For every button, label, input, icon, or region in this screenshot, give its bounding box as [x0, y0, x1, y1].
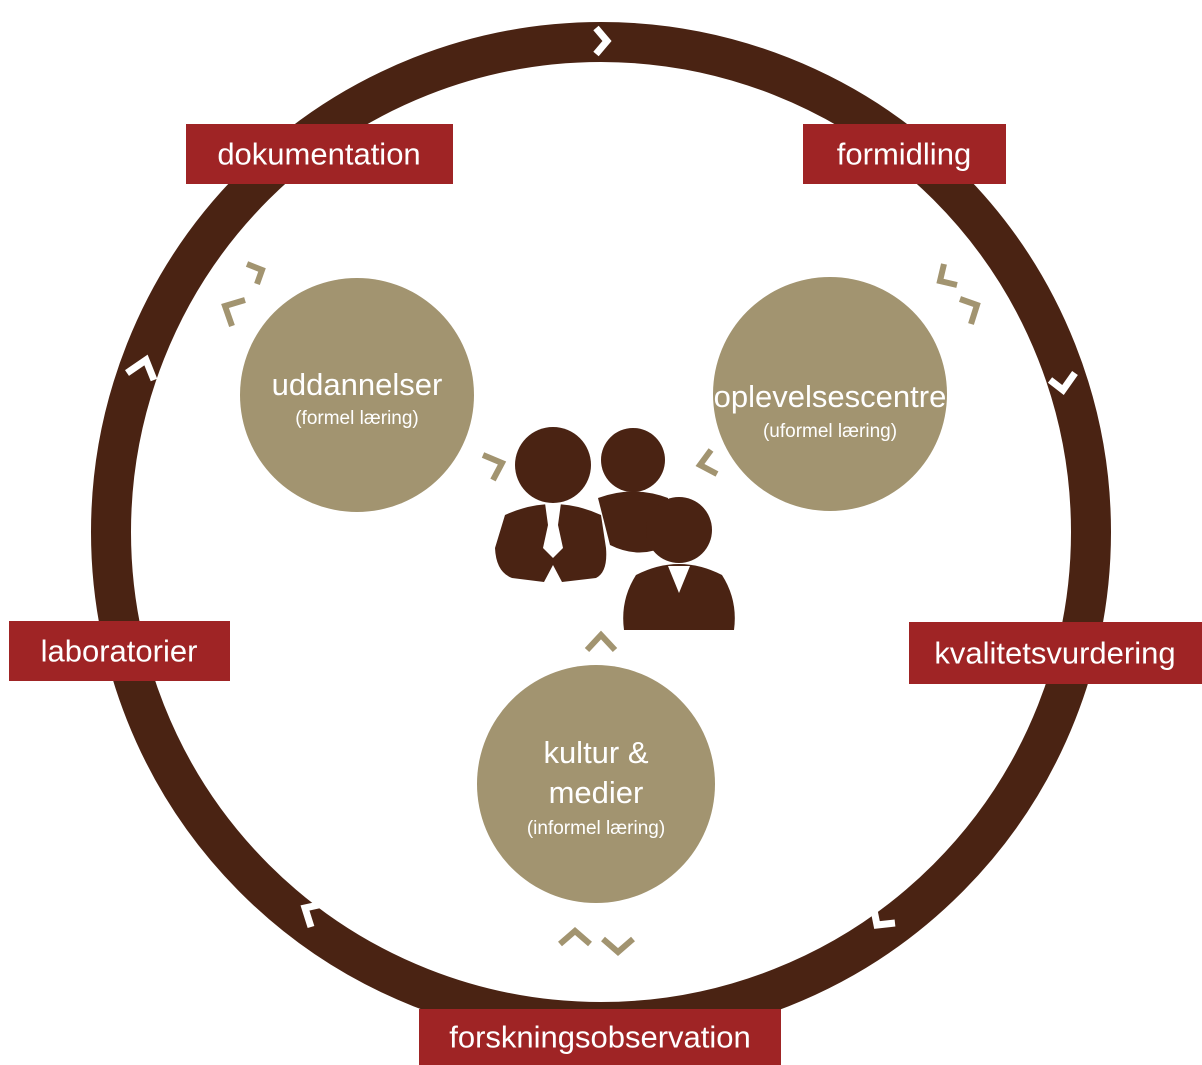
- circle-uddannelser-title: uddannelser: [272, 367, 443, 402]
- circle-uddannelser-subtitle: (formel læring): [295, 408, 419, 429]
- circle-oplevelsescentre-title: oplevelsescentre: [714, 379, 947, 414]
- circle-kultur-title-line2: medier: [549, 775, 644, 810]
- label-formidling-text: formidling: [837, 137, 971, 172]
- flow-chevron-bottom-down-icon: [601, 936, 635, 956]
- label-kvalitetsvurdering: kvalitetsvurdering: [909, 622, 1202, 684]
- label-laboratorier: laboratorier: [9, 621, 230, 681]
- flow-chevron-oplevelses-a-icon: [936, 263, 958, 288]
- circle-kultur-title-line1: kultur &: [543, 735, 648, 770]
- flow-chevron-oplevelses-b-icon: [959, 296, 981, 325]
- ring-chevron-right-icon: [1047, 370, 1078, 395]
- flow-chevron-uddannelser-b-icon: [221, 297, 246, 327]
- label-forskningsobservation-text: forskningsobservation: [449, 1020, 751, 1055]
- label-kvalitetsvurdering-text: kvalitetsvurdering: [934, 636, 1175, 671]
- ring-chevron-upper-left-icon: [125, 354, 158, 382]
- circle-kultur-medier: kultur & medier (informel læring): [477, 665, 715, 903]
- ring-chevron-lower-right-icon: [869, 904, 896, 929]
- flow-chevron-uddannelser-a-icon: [245, 261, 266, 286]
- label-dokumentation-text: dokumentation: [217, 137, 420, 172]
- flow-chevron-bottom-up-icon: [558, 927, 592, 947]
- circle-uddannelser: uddannelser (formel læring): [240, 278, 474, 512]
- circle-oplevelsescentre-subtitle: (uformel læring): [763, 421, 897, 442]
- people-group-icon: [495, 427, 735, 630]
- circle-kultur-subtitle: (informel læring): [527, 818, 665, 839]
- label-laboratorier-text: laboratorier: [41, 634, 198, 669]
- flow-chevron-to-people-right-icon: [695, 448, 719, 477]
- flow-chevron-to-people-left-icon: [481, 452, 507, 482]
- ring-chevron-top-icon: [593, 25, 612, 57]
- ring-chevron-lower-left-icon: [300, 900, 324, 929]
- flow-chevron-up-kultur-icon: [584, 630, 618, 653]
- label-forskningsobservation: forskningsobservation: [419, 1009, 781, 1065]
- circle-oplevelsescentre: oplevelsescentre (uformel læring): [713, 277, 947, 511]
- label-dokumentation: dokumentation: [186, 124, 453, 184]
- label-formidling: formidling: [803, 124, 1006, 184]
